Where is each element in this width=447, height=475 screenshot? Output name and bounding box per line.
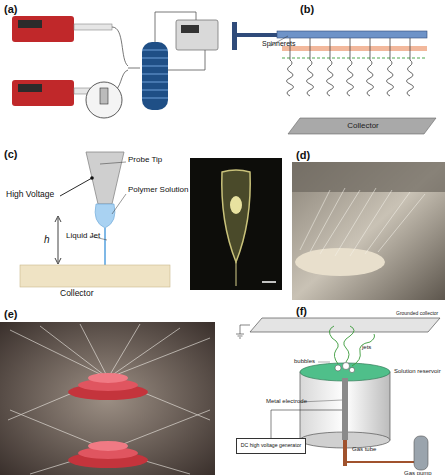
jets (329, 326, 374, 366)
leader-line (112, 194, 126, 214)
hv-wire (271, 410, 342, 438)
stacked-disks (68, 373, 148, 468)
feed-tube (237, 33, 277, 37)
panel-f (236, 318, 440, 470)
polymer-drop (95, 204, 115, 228)
syringe-pump (12, 80, 74, 106)
height-dimension (58, 218, 59, 262)
micrograph (190, 158, 282, 290)
panel-letter: (b) (300, 3, 314, 15)
part-label: Gas pump (404, 470, 432, 475)
hv-contact (90, 176, 94, 180)
part-label: Grounded collector (396, 311, 438, 317)
part-label: Solution reservoir (394, 368, 441, 375)
collector-slab: Collector (300, 118, 426, 134)
pump-display (18, 20, 42, 28)
micrograph-jet (236, 262, 237, 286)
gas-line (347, 461, 414, 463)
part-label: Collector (60, 289, 94, 298)
fiber-streaks (8, 324, 210, 474)
collector-plate (250, 318, 440, 332)
roller (295, 248, 385, 276)
part-label: Polymer Solution (128, 186, 188, 195)
photo (292, 162, 445, 300)
panel-e (0, 322, 215, 475)
reservoir-cylinder (300, 372, 390, 440)
syringe-pump (12, 16, 74, 42)
panel-letter: (c) (4, 148, 17, 160)
tubing (112, 27, 128, 91)
dimension-arrowheads (55, 216, 61, 264)
inset-circle (86, 82, 122, 118)
panel-letter: (d) (296, 149, 310, 161)
generator-box: DC high voltage generator (236, 438, 306, 454)
part-label: Gas tube (352, 446, 376, 453)
drum-collector (142, 42, 168, 110)
power-supply (176, 20, 218, 50)
photo-top (292, 162, 445, 192)
photo (0, 322, 215, 475)
metal-electrode (342, 378, 348, 440)
collector-plate (288, 118, 436, 134)
syringe (74, 24, 112, 30)
manifold-plate (232, 22, 237, 50)
fiber-streaks (300, 188, 425, 256)
coaxial-nozzle (100, 88, 108, 104)
spinneret-bar (277, 31, 427, 38)
power-display (181, 25, 199, 33)
pump-display (18, 84, 42, 92)
scale-bar (262, 281, 276, 283)
panel-letter: (e) (4, 308, 17, 320)
field-line (282, 57, 427, 58)
leader-line (318, 362, 330, 363)
panel-d (292, 162, 445, 300)
gas-tube (343, 440, 347, 466)
node-text: DC high voltage generator (241, 443, 302, 448)
gas-pump (414, 436, 428, 470)
panel-letter: (f) (296, 305, 307, 317)
node-text: Collector (347, 122, 379, 130)
micrograph-cone (222, 170, 250, 262)
part-label: High Voltage (6, 190, 54, 199)
part-label: Probe Tip (128, 156, 162, 165)
part-label: bubbles (294, 358, 315, 365)
panel-b (232, 22, 436, 134)
probe-tip (86, 152, 124, 204)
ground-symbol (236, 334, 244, 338)
jet-spirals (287, 38, 414, 96)
panel-a (12, 12, 218, 118)
part-label: jets (362, 344, 371, 351)
leader-line (100, 162, 126, 164)
electrode-bar (282, 46, 427, 51)
panel-c (20, 152, 282, 290)
hv-wire (60, 178, 92, 196)
wire (128, 12, 205, 70)
part-label: Metal electrode (266, 398, 307, 405)
dimension-label: h (44, 234, 50, 245)
micrograph-highlight (230, 196, 242, 214)
part-label: Liquid Jet (66, 232, 100, 241)
liquid-jet (104, 228, 106, 265)
part-label: Spinnerets (262, 40, 295, 48)
panel-letter: (a) (4, 3, 17, 15)
ground-wire (240, 325, 250, 334)
collector-plate (20, 265, 170, 287)
